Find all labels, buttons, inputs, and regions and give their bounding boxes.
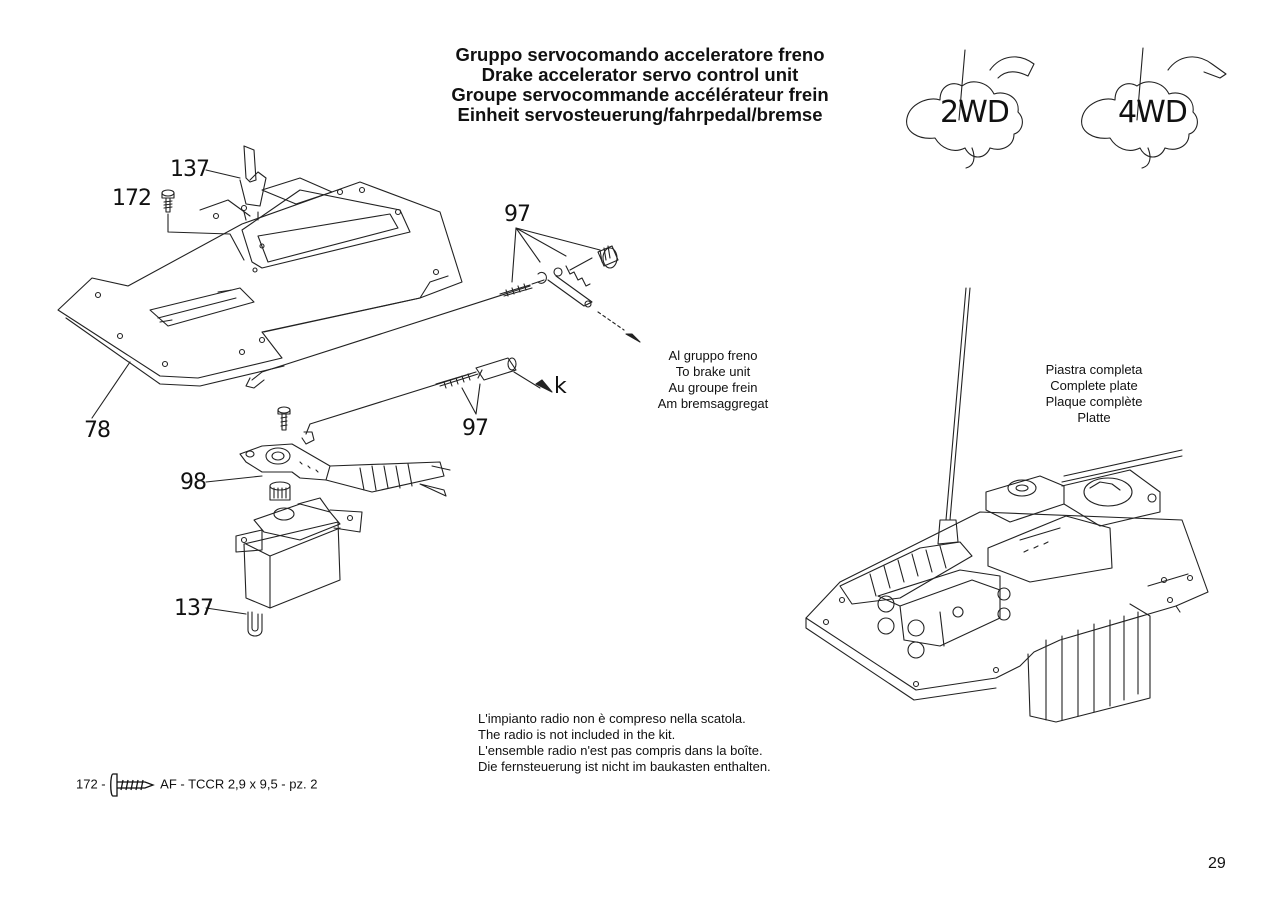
throttle-rod [302, 358, 516, 444]
part-label-137-bottom: 137 [174, 596, 214, 621]
clip-137-bottom [248, 612, 262, 636]
radio-note-de: Die fernsteuerung ist nicht im baukasten… [478, 759, 771, 774]
radio-note-it: L'impianto radio non è compreso nella sc… [478, 711, 746, 726]
radio-note: L'impianto radio non è compreso nella sc… [478, 711, 771, 775]
title-fr: Groupe servocommande accélérateur frein [451, 84, 829, 105]
part-label-k: k [554, 374, 567, 399]
part-label-98: 98 [180, 470, 207, 495]
plate-callout-de: Platte [1077, 410, 1111, 425]
logo-2wd-text: 2WD [940, 95, 1010, 130]
brake-callout-en: To brake unit [675, 364, 751, 379]
part-label-172: 172 [112, 186, 152, 211]
brake-callout-it: Al gruppo freno [668, 348, 758, 363]
title-en: Drake accelerator servo control unit [481, 64, 799, 85]
screw-172 [162, 190, 244, 260]
logo-2wd-icon [907, 50, 1034, 168]
radio-note-en: The radio is not included in the kit. [478, 727, 676, 742]
radio-note-fr: L'ensemble radio n'est pas compris dans … [478, 743, 763, 758]
self-tapping-screw-icon [110, 773, 156, 797]
screw-legend: 172 - AF - TCCR 2,9 x 9,5 - pz. 2 [76, 772, 317, 798]
part-label-78: 78 [84, 418, 111, 443]
arrow-to-brake-icon [626, 334, 640, 342]
servo-assembly [236, 407, 450, 608]
logo-4wd-text: 4WD [1118, 95, 1188, 130]
plate-callout: Piastra completa Complete plate Plaque c… [1034, 362, 1154, 426]
plate-callout-it: Piastra completa [1045, 362, 1143, 377]
clip-137-top [240, 146, 266, 220]
arrow-k-icon [536, 380, 552, 392]
brake-rod [246, 246, 624, 388]
brake-callout-fr: Au groupe frein [668, 380, 758, 395]
logo-4wd-icon [1082, 48, 1226, 168]
screw-legend-prefix: 172 - [76, 776, 106, 792]
complete-plate-illustration [806, 288, 1208, 722]
main-plate [58, 178, 462, 386]
plate-callout-fr: Plaque complète [1045, 394, 1143, 409]
page-title: Gruppo servocomando acceleratore freno D… [400, 45, 880, 125]
plate-callout-en: Complete plate [1050, 378, 1138, 393]
part-label-137-top: 137 [170, 157, 210, 182]
brake-callout-de: Am bremsaggregat [657, 396, 769, 411]
title-de: Einheit servosteuerung/fahrpedal/bremse [457, 104, 823, 125]
screw-legend-spec: AF - TCCR 2,9 x 9,5 - pz. 2 [160, 776, 318, 792]
page-number: 29 [1208, 855, 1226, 872]
title-it: Gruppo servocomando acceleratore freno [455, 44, 825, 65]
part-label-97-top: 97 [504, 202, 531, 227]
brake-callout: Al gruppo freno To brake unit Au groupe … [650, 348, 776, 412]
part-label-97-mid: 97 [462, 416, 489, 441]
